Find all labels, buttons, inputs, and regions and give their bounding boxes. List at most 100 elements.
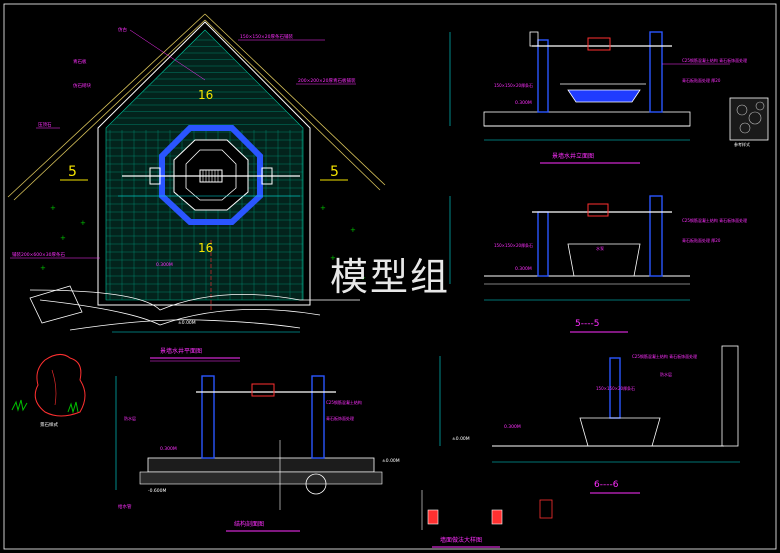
plan-bottom-elev: ±0.00M xyxy=(178,320,196,326)
elev-note-brick: 150×150×20厚条石 xyxy=(494,82,533,88)
elev-post-right xyxy=(649,31,663,113)
well-inner-octagon xyxy=(173,139,249,211)
s55-note-brick: 150×150×20厚条石 xyxy=(494,242,533,248)
detail-block-3 xyxy=(539,499,553,519)
elev-base xyxy=(483,111,691,127)
plan-number-bottom: 16 xyxy=(198,241,213,255)
struct-slab xyxy=(147,457,375,473)
s66-level1: 0.300M xyxy=(504,424,521,430)
crank-post-right xyxy=(261,167,273,185)
plan-number-top: 16 xyxy=(198,88,213,102)
elev-well-rim xyxy=(567,89,641,103)
detail-title: 墙面做法大样图 xyxy=(440,536,482,544)
s55-note-pump: 水泵 xyxy=(596,245,604,251)
s66-title: 6----6 xyxy=(594,480,619,490)
detail-block-2 xyxy=(491,509,503,525)
elev-note-paving: 青石板贴面处理 厚20 xyxy=(682,77,721,83)
struct-note1: C25钢筋混凝土结构 xyxy=(326,399,362,405)
elev-post-left xyxy=(537,39,549,113)
svg-text:+: + xyxy=(40,264,46,272)
plan-ground-curve-2 xyxy=(39,299,321,326)
plan-wall-outline xyxy=(97,21,311,306)
plan-note-c: 200×200×20厚青石板铺装 xyxy=(298,77,356,84)
plan-boundary-right2 xyxy=(204,19,381,191)
crank-post-left xyxy=(149,167,161,185)
plan-ground-curve-3 xyxy=(69,319,301,331)
svg-text:+: + xyxy=(60,234,66,242)
svg-text:+: + xyxy=(350,226,356,234)
elev-level1: 0.300M xyxy=(515,100,532,106)
plan-boundary-left xyxy=(7,13,206,198)
rock-crack xyxy=(51,369,57,406)
plan-view: 5 5 16 16 仿古 150×150×20厚条石铺装 200×200×20厚… xyxy=(7,13,386,362)
plan-title: 景墙水井平面图 xyxy=(160,347,202,355)
elevation-view: 0.300M C25钢筋混凝土结构 青石板饰面处理 青石板贴面处理 厚20 15… xyxy=(449,31,769,164)
s55-title: 5----5 xyxy=(575,319,599,329)
watermark: 模型组 xyxy=(330,255,450,299)
plan-note-d: 青石板 xyxy=(73,58,87,65)
plan-slab xyxy=(29,285,83,324)
struct-level2: ±0.00M xyxy=(382,458,400,464)
plan-elev: 0.300M xyxy=(156,262,173,268)
drawing-frame xyxy=(3,3,777,550)
svg-text:+: + xyxy=(330,254,336,262)
rock-shape xyxy=(34,354,86,417)
spring-coils xyxy=(202,170,219,182)
section-55-view: 0.300M 150×150×20厚条石 C25钢筋混凝土结构 青石板饰面处理 … xyxy=(449,195,747,333)
s66-level2: ±0.00M xyxy=(452,436,470,442)
struct-title: 结构剖面图 xyxy=(234,520,264,528)
section-66-view: C25钢筋混凝土结构 青石板饰面处理 150×150×20厚条石 防水层 0.3… xyxy=(439,345,740,494)
detail-view: 墙面做法大样图 xyxy=(421,490,553,548)
s55-post-left xyxy=(537,211,549,277)
structure-view: C25钢筋混凝土结构 青石板饰面处理 防水层 0.300M ±0.00M -0.… xyxy=(115,375,400,532)
detail-block-1 xyxy=(427,509,439,525)
plan-ground-curve xyxy=(29,289,360,311)
elev-title: 景墙水井立面图 xyxy=(552,152,594,160)
struct-level1: 0.300M xyxy=(160,446,177,452)
struct-note2: 青石板饰面处理 xyxy=(326,415,354,421)
svg-text:+: + xyxy=(80,219,86,227)
struct-pipe xyxy=(305,473,327,495)
plan-leader-a xyxy=(129,29,206,81)
svg-text:+: + xyxy=(360,274,366,282)
s66-note1: C25钢筋混凝土结构 青石板饰面处理 xyxy=(632,353,697,359)
plan-note-b: 150×150×20厚条石铺装 xyxy=(240,33,293,40)
s55-well xyxy=(567,243,641,277)
plan-section-5-right: 5 xyxy=(330,164,339,180)
plan-boundary-right xyxy=(204,13,386,186)
plan-note-e: 仿石砌块 xyxy=(73,82,91,89)
svg-text:+: + xyxy=(50,204,56,212)
elev-note-steel: C25钢筋混凝土结构 青石板饰面处理 xyxy=(682,57,747,63)
s66-note2: 150×150×20厚条石 xyxy=(596,385,635,391)
struct-note3: 防水层 xyxy=(124,415,136,421)
plan-vegetation: + + + + + + + + xyxy=(40,204,366,282)
elev-handle xyxy=(529,31,539,47)
plan-note-a: 仿古 xyxy=(118,26,127,33)
well-outer-octagon xyxy=(159,125,263,225)
s55-post-right xyxy=(649,195,663,277)
s66-wall xyxy=(721,345,739,447)
struct-spring xyxy=(251,383,275,397)
s55-spring xyxy=(587,203,609,217)
reference-leaves xyxy=(736,101,765,134)
s55-note-steel: C25钢筋混凝土结构 青石板饰面处理 xyxy=(682,217,747,223)
struct-post-right xyxy=(311,375,325,459)
rock-caption: 景石样式 xyxy=(40,421,58,428)
crank-spring xyxy=(199,169,223,183)
svg-text:+: + xyxy=(320,204,326,212)
s55-level1: 0.300M xyxy=(515,266,532,272)
struct-post-left xyxy=(201,375,215,459)
s66-note3: 防水层 xyxy=(660,371,672,377)
s55-note-paving: 青石板贴面处理 厚20 xyxy=(682,237,721,243)
rock-reference: 景石样式 xyxy=(11,354,86,428)
rock-grass xyxy=(11,399,79,414)
well-core-octagon xyxy=(185,149,237,201)
plan-boundary-left2 xyxy=(13,19,206,201)
s66-well xyxy=(579,417,661,447)
plan-section-5-left: 5 xyxy=(68,164,77,180)
struct-level3: -0.600M xyxy=(148,488,167,494)
reference-caption: 参考样式 xyxy=(734,141,750,147)
plan-note-f: 压顶石 xyxy=(38,122,52,128)
struct-base xyxy=(139,471,383,485)
